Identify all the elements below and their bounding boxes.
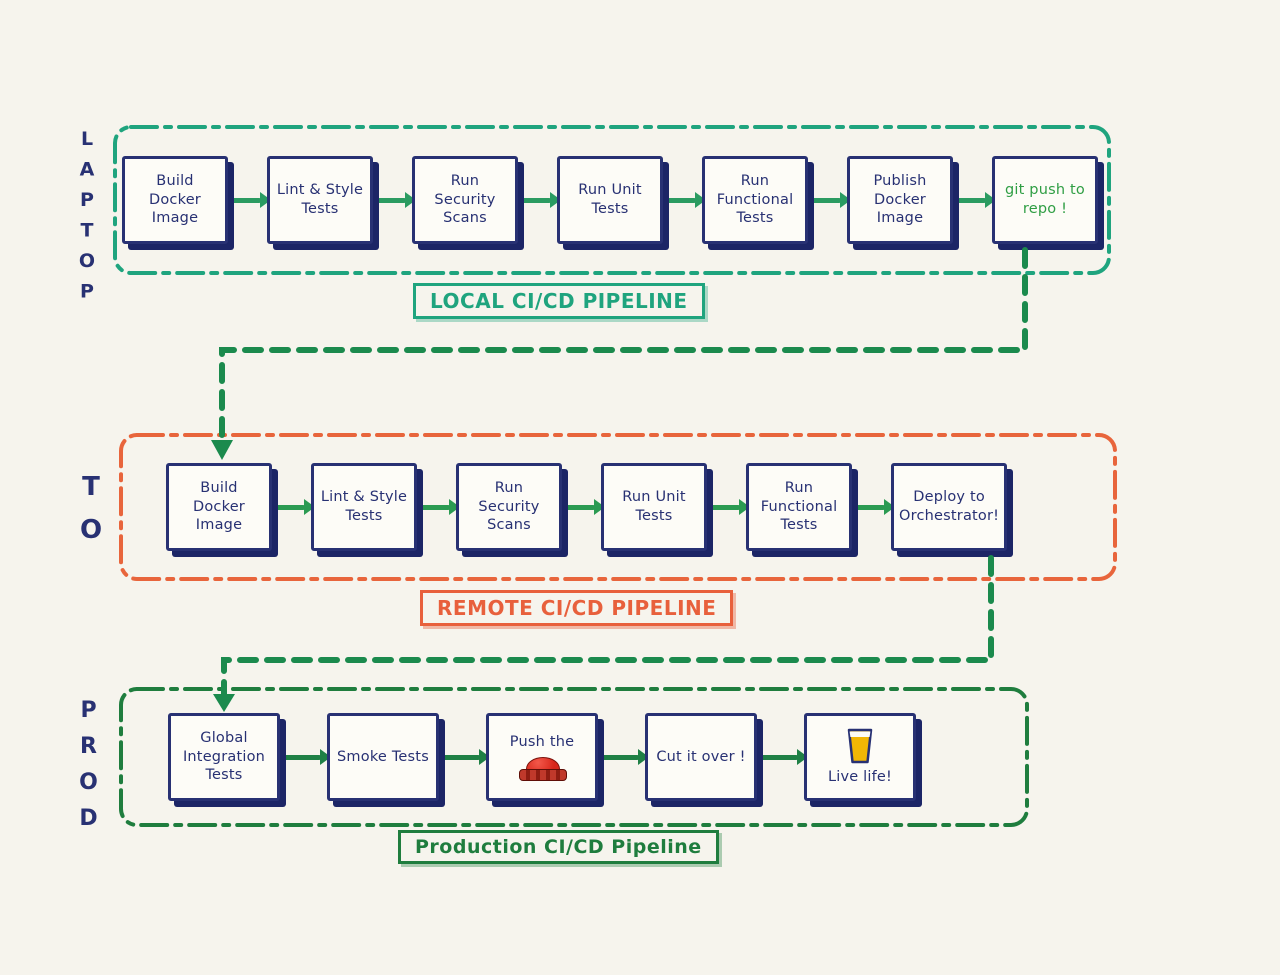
remote-pipeline-container: Build Docker Image Lint & Style Tests Ru…	[118, 432, 1118, 582]
step-label: Push the	[509, 734, 575, 751]
step-label: Build Docker Image	[193, 480, 245, 534]
flow-arrow-icon	[565, 499, 605, 515]
step-run-unit-tests: Run Unit Tests	[601, 463, 707, 551]
flow-arrow-icon	[666, 192, 706, 208]
step-lint-style-tests: Lint & Style Tests	[267, 156, 373, 244]
step-label: git push to repo !	[1004, 182, 1086, 217]
step-label: Smoke Tests	[337, 748, 429, 765]
step-label: Publish Docker Image	[873, 173, 927, 227]
flow-arrow-icon	[760, 749, 808, 765]
flow-arrow-icon	[855, 499, 895, 515]
side-label-to: TO	[76, 472, 106, 558]
step-label: Run Functional Tests	[716, 173, 794, 227]
local-pipeline-container: Build Docker Image Lint & Style Tests Ru…	[112, 124, 1112, 276]
flow-arrow-icon	[283, 749, 331, 765]
flow-arrow-icon	[376, 192, 416, 208]
step-label: Live life!	[827, 768, 893, 785]
step-cut-it-over: Cut it over !	[645, 713, 757, 801]
step-run-functional-tests: Run Functional Tests	[702, 156, 808, 244]
step-push-the-button: Push the	[486, 713, 598, 801]
step-live-life: Live life!	[804, 713, 916, 801]
step-label: Deploy to Orchestrator!	[899, 489, 1000, 524]
flow-arrow-icon	[231, 192, 271, 208]
step-label: Run Security Scans	[434, 173, 496, 227]
step-smoke-tests: Smoke Tests	[327, 713, 439, 801]
flow-arrow-icon	[442, 749, 490, 765]
step-global-integration-tests: Global Integration Tests	[168, 713, 280, 801]
step-run-security-scans: Run Security Scans	[456, 463, 562, 551]
step-label: Lint & Style Tests	[276, 182, 364, 217]
step-label: Run Unit Tests	[578, 182, 642, 217]
step-publish-docker-image: Publish Docker Image	[847, 156, 953, 244]
step-label: Global Integration Tests	[182, 730, 266, 784]
step-lint-style-tests: Lint & Style Tests	[311, 463, 417, 551]
step-build-docker-image: Build Docker Image	[122, 156, 228, 244]
flow-arrow-icon	[956, 192, 996, 208]
juice-glass-icon	[847, 728, 873, 763]
flow-arrow-icon	[710, 499, 750, 515]
step-run-functional-tests: Run Functional Tests	[746, 463, 852, 551]
remote-pipeline-title: REMOTE CI/CD PIPELINE	[420, 590, 734, 626]
production-pipeline-container: Global Integration Tests Smoke Tests Pus…	[118, 686, 1030, 828]
flow-arrow-icon	[811, 192, 851, 208]
step-label: Run Unit Tests	[622, 489, 686, 524]
step-label: Build Docker Image	[149, 173, 201, 227]
red-push-button-icon	[519, 756, 567, 781]
flow-arrow-icon	[601, 749, 649, 765]
step-label: Run Security Scans	[478, 480, 540, 534]
connector-local-to-remote	[219, 247, 1028, 445]
step-git-push-to-repo: git push to repo !	[992, 156, 1098, 244]
production-pipeline-title: Production CI/CD Pipeline	[398, 830, 719, 864]
step-run-security-scans: Run Security Scans	[412, 156, 518, 244]
step-label: Cut it over !	[656, 748, 746, 765]
side-label-laptop: LAPTOP	[76, 128, 98, 312]
flow-arrow-icon	[275, 499, 315, 515]
step-label: Lint & Style Tests	[320, 489, 408, 524]
step-deploy-to-orchestrator: Deploy to Orchestrator!	[891, 463, 1008, 551]
step-build-docker-image: Build Docker Image	[166, 463, 272, 551]
side-label-prod: PROD	[76, 698, 101, 842]
step-label: Run Functional Tests	[760, 480, 838, 534]
flow-arrow-icon	[521, 192, 561, 208]
flow-arrow-icon	[420, 499, 460, 515]
local-pipeline-title: LOCAL CI/CD PIPELINE	[413, 283, 705, 319]
step-run-unit-tests: Run Unit Tests	[557, 156, 663, 244]
